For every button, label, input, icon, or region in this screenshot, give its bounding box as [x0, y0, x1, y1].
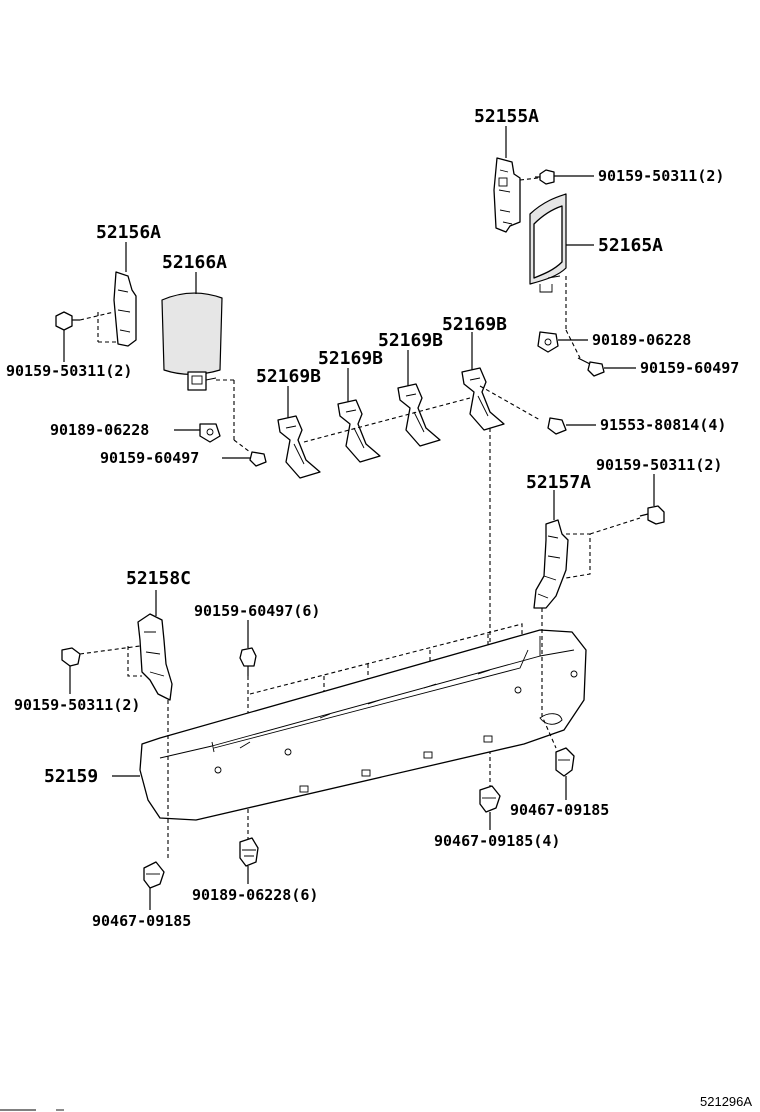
leader-dash [303, 385, 541, 443]
bolt-icon [61, 647, 81, 667]
part-label-52165A: 52165A [598, 235, 663, 256]
part-label-52169B-2: 52169B [318, 348, 383, 369]
part-label-90189-06228-left: 90189-06228 [50, 421, 149, 439]
stay-52169B-3 [397, 383, 441, 447]
part-label-90159-60497-left: 90159-60497 [100, 449, 199, 467]
cover-52165A [529, 193, 567, 293]
leader-dash [79, 645, 142, 677]
bracket-52157A [533, 519, 569, 609]
part-label-90467-09185-bottom-left: 90467-09185 [92, 912, 191, 930]
leader-dash [541, 608, 557, 749]
screw-icon [547, 417, 567, 435]
part-label-52155A: 52155A [474, 106, 539, 127]
screw-icon [577, 357, 605, 377]
part-label-52169B-3: 52169B [378, 330, 443, 351]
bracket-52158C [137, 613, 173, 701]
stay-52169B-1 [277, 415, 321, 479]
part-label-90159-50311-bottom-left: 90159-50311(2) [14, 696, 140, 714]
stay-52169B-4 [461, 367, 505, 431]
part-label-90189-06228-right: 90189-06228 [592, 331, 691, 349]
part-label-90467-09185-right: 90467-09185 [510, 801, 609, 819]
part-label-90159-50311-right: 90159-50311(2) [596, 456, 722, 474]
part-label-90159-50311-top-right: 90159-50311(2) [598, 167, 724, 185]
diagram-reference-code: 521296A [700, 1094, 752, 1109]
part-label-52169B-1: 52169B [256, 366, 321, 387]
part-label-52156A: 52156A [96, 222, 161, 243]
cover-52166A [161, 292, 223, 391]
rivet-icon [479, 785, 501, 813]
part-label-90189-06228-6: 90189-06228(6) [192, 886, 318, 904]
screw-icon [239, 647, 257, 676]
leader-dash [519, 177, 539, 181]
bracket-52155A [493, 157, 521, 233]
rivet-icon [143, 861, 165, 889]
bumper-52159 [139, 629, 587, 821]
part-label-52169B-4: 52169B [442, 314, 507, 335]
clip-icon [239, 837, 259, 867]
part-label-90159-60497-6: 90159-60497(6) [194, 602, 320, 620]
part-label-90159-60497-right: 90159-60497 [640, 359, 739, 377]
leader-dash [79, 311, 115, 321]
bolt-icon [639, 505, 665, 525]
part-label-90467-09185-4: 90467-09185(4) [434, 832, 560, 850]
bolt-icon [535, 169, 555, 185]
bracket-52156A [113, 271, 137, 347]
part-label-91553-80814: 91553-80814(4) [600, 416, 726, 434]
bolt-icon [55, 311, 80, 331]
part-label-52159: 52159 [44, 766, 98, 787]
part-label-90159-50311-left: 90159-50311(2) [6, 362, 132, 380]
stay-52169B-2 [337, 399, 381, 463]
leader-dash [565, 329, 581, 359]
clip-icon [537, 331, 559, 353]
leader-dash [565, 517, 641, 579]
clip-icon [199, 423, 221, 443]
rivet-icon [555, 747, 575, 777]
part-label-52158C: 52158C [126, 568, 191, 589]
part-label-52166A: 52166A [162, 252, 227, 273]
part-label-52157A: 52157A [526, 472, 591, 493]
screw-icon [233, 439, 267, 467]
